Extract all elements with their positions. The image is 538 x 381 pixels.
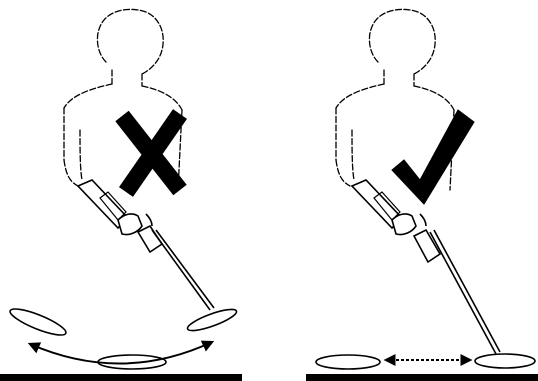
search-coil-ground-right [475,354,535,368]
search-coil-left-raised [8,304,69,339]
detector-shaft-left [146,214,214,310]
forearm-right [352,180,416,235]
checkmark-icon [392,110,474,204]
search-coil-right-raised [186,305,239,334]
panel-correct [306,9,538,381]
panel-incorrect [0,9,242,381]
detector-shaft-right [420,214,500,354]
ground-line-left [0,374,242,381]
search-coil-ground-left [316,355,380,369]
x-mark-icon [122,114,180,192]
ground-line-right [306,374,538,381]
search-coil-center-ground [98,355,166,369]
